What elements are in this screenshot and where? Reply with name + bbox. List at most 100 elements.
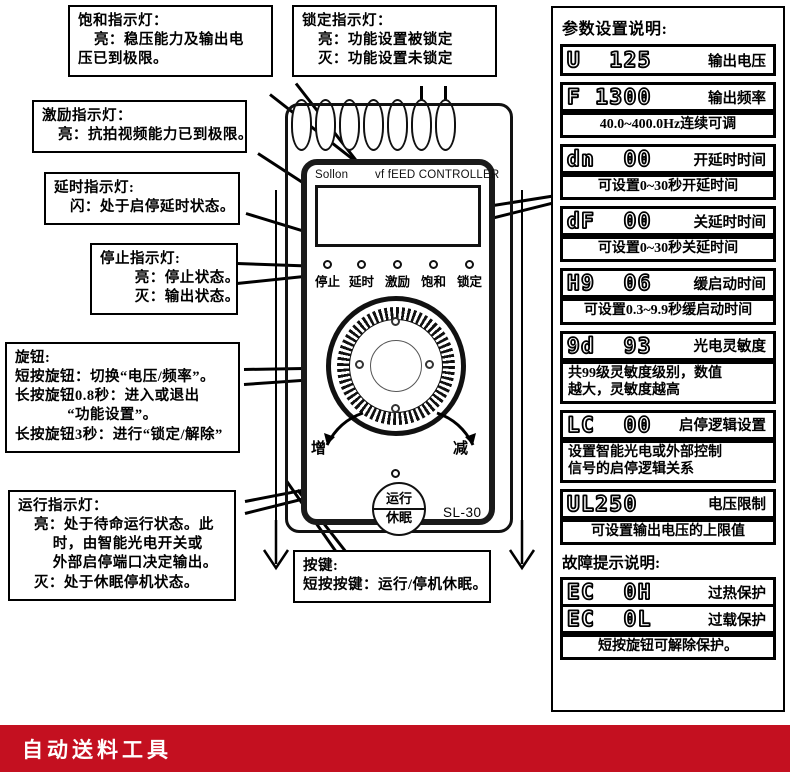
callout-line: 闪：处于启停延时状态。	[69, 199, 235, 216]
knob-decrease-label: 减	[453, 441, 469, 457]
lcd-code: F 1300	[566, 85, 652, 109]
param-group: U 125 输出电压	[560, 44, 776, 76]
lcd-name: 过热保护	[708, 585, 766, 602]
callout-lock-indicator: 锁定指示灯： 亮：功能设置被锁定 灭：功能设置未锁定	[292, 5, 497, 78]
run-button-bottom-label: 休眠	[385, 510, 412, 525]
led-saturation	[429, 260, 438, 269]
param-lcd-row: dF 00 关延时时间	[563, 209, 773, 237]
param-desc-line: 设置智能光电或外部控制	[568, 444, 722, 460]
param-desc: 可设置0~30秒关延时间	[563, 236, 773, 259]
led-stop	[323, 260, 332, 269]
lcd-name: 过载保护	[708, 612, 766, 629]
param-lcd-row: LC 00 启停逻辑设置	[563, 412, 773, 440]
lcd-code: U 125	[566, 47, 652, 72]
heatsink-fin	[411, 99, 432, 151]
heatsink-fin	[387, 99, 408, 151]
param-desc: 共99级灵敏度级别，数值 越大，灵敏度越高	[563, 360, 773, 401]
callout-title: 停止指示灯:	[100, 251, 181, 267]
param-group: F 1300 输出频率 40.0~400.0Hz连续可调	[560, 82, 776, 139]
lcd-code: dn 00	[566, 147, 652, 172]
heatsink-fins	[291, 99, 456, 151]
param-desc-line: 越大，灵敏度越高	[568, 382, 680, 398]
led-label-saturation: 饱和	[421, 275, 447, 289]
param-group: dn 00 开延时时间 可设置0~30秒开延时间	[560, 144, 776, 201]
callout-line: 短按旋钮：切换“电压/频率”。	[15, 369, 216, 386]
param-group: LC 00 启停逻辑设置 设置智能光电或外部控制 信号的启停逻辑关系	[560, 409, 776, 483]
device-model-label: SL-30	[443, 505, 482, 520]
leader-line-sat-drop	[420, 86, 423, 110]
brand-label-right: vf fEED CONTROLLER	[375, 169, 500, 181]
fault-section-title: 故障提示说明:	[562, 555, 661, 573]
lcd-code: EC 0L	[566, 607, 652, 632]
callout-button: 按键: 短按按键：运行/停机休眠。	[293, 550, 491, 604]
callout-line: 灭：输出状态。	[134, 289, 240, 306]
callout-title: 按键:	[303, 558, 339, 574]
param-group: UL250 电压限制 可设置输出电压的上限值	[560, 488, 776, 546]
callout-line: 时，由智能光电开关或	[52, 536, 203, 553]
dimension-line-right	[521, 190, 523, 525]
param-desc-line: 共99级灵敏度级别，数值	[568, 365, 722, 381]
callout-line: 亮：功能设置被锁定	[317, 32, 453, 49]
lcd-code: UL250	[566, 491, 638, 516]
heatsink-fin	[435, 99, 456, 151]
knob-screw	[391, 404, 400, 413]
lcd-code: 9d 93	[566, 333, 652, 358]
param-desc-line: 信号的启停逻辑关系	[568, 461, 694, 477]
lcd-name: 光电灵敏度	[693, 339, 767, 356]
dimension-arrow-left	[262, 520, 290, 571]
callout-line: 外部启停端口决定输出。	[52, 555, 218, 572]
lcd-name: 输出电压	[708, 53, 766, 70]
callout-line: 灭：功能设置未锁定	[317, 51, 453, 68]
lcd-code: H9 06	[566, 271, 652, 296]
lcd-code: EC 0H	[566, 580, 652, 605]
knob-hub	[370, 340, 422, 392]
knob-increase-label: 增	[311, 441, 327, 457]
dimension-line-left	[275, 190, 277, 525]
param-group: 9d 93 光电灵敏度 共99级灵敏度级别，数值 越大，灵敏度越高	[560, 330, 776, 404]
param-lcd-row: F 1300 输出频率	[563, 85, 773, 113]
lcd-name: 关延时时间	[693, 214, 767, 231]
bottom-banner: 自动送料工具	[0, 725, 790, 772]
brand-label-left: Sollon	[315, 169, 349, 181]
callout-line: 长按旋钮0.8秒：进入或退出	[15, 388, 200, 405]
lcd-name: 缓启动时间	[693, 276, 767, 293]
lcd-name: 开延时时间	[693, 152, 767, 169]
callout-title: 运行指示灯：	[18, 498, 108, 514]
callout-line: “功能设置”。	[67, 407, 158, 424]
parameter-settings-panel: 参数设置说明: U 125 输出电压 F 1300 输出频率 40.0~400.…	[551, 6, 785, 712]
led-delay	[357, 260, 366, 269]
fault-lcd-row: EC 0H 过热保护	[563, 580, 773, 608]
panel-title: 参数设置说明:	[562, 21, 668, 38]
param-lcd-row: UL250 电压限制	[563, 491, 773, 519]
callout-title: 锁定指示灯：	[302, 13, 392, 29]
param-lcd-row: 9d 93 光电灵敏度	[563, 333, 773, 361]
knob-screw	[425, 360, 434, 369]
param-lcd-row: U 125 输出电压	[563, 47, 773, 73]
param-desc: 40.0~400.0Hz连续可调	[563, 112, 773, 135]
banner-text: 自动送料工具	[22, 737, 172, 762]
led-label-stop: 停止	[315, 275, 341, 289]
led-excite	[393, 260, 402, 269]
callout-line: 灭：处于休眠停机状态。	[33, 574, 199, 591]
fault-desc: 短按旋钮可解除保护。	[563, 634, 773, 657]
knob-rotation-arrows	[324, 411, 476, 446]
callout-saturation-indicator: 饱和指示灯： 亮：稳压能力及输出电 压已到极限。	[68, 5, 273, 78]
lcd-name: 输出频率	[708, 90, 766, 107]
device-illustration: Sollon vf fEED CONTROLLER 停止 延时 激励 饱和 锁定	[265, 95, 525, 545]
led-label-delay: 延时	[349, 275, 375, 289]
param-lcd-row: H9 06 缓启动时间	[563, 271, 773, 299]
lcd-name: 电压限制	[708, 497, 766, 514]
led-label-excite: 激励	[385, 275, 411, 289]
param-group: H9 06 缓启动时间 可设置0.3~9.9秒缓启动时间	[560, 268, 776, 325]
callout-line: 压已到极限。	[78, 51, 168, 68]
fault-group: EC 0H 过热保护 EC 0L 过载保护 短按旋钮可解除保护。	[560, 577, 776, 661]
callout-run-indicator: 运行指示灯： 亮：处于待命运行状态。此 时，由智能光电开关或 外部启停端口决定输…	[8, 490, 236, 601]
run-sleep-button[interactable]: 运行 休眠	[372, 482, 426, 536]
callout-title: 激励指示灯：	[42, 108, 132, 124]
knob-screw	[355, 360, 364, 369]
callout-line: 亮：停止状态。	[134, 270, 240, 287]
device-lcd-window	[315, 185, 481, 247]
param-desc: 可设置0.3~9.9秒缓启动时间	[563, 298, 773, 321]
callout-title: 延时指示灯:	[54, 180, 135, 196]
